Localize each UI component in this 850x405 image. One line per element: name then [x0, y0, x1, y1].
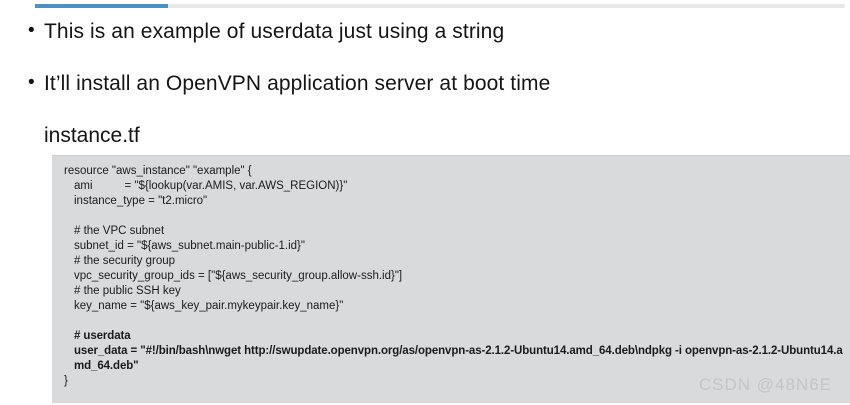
list-item: • This is an example of userdata just us… — [28, 16, 828, 47]
code-line-blank — [64, 314, 850, 329]
code-line: # the VPC subnet — [74, 225, 165, 237]
code-line: ami = "${lookup(var.AMIS, var.AWS_REGION… — [74, 180, 348, 192]
code-line: subnet_id = "${aws_subnet.main-public-1.… — [74, 240, 305, 252]
code-line: } — [64, 375, 68, 387]
bullet-text: It’ll install an OpenVPN application ser… — [44, 72, 551, 95]
code-line: # the security group — [74, 255, 176, 267]
list-item: • It’ll install an OpenVPN application s… — [28, 68, 828, 99]
watermark: CSDN @48N6E — [698, 375, 832, 394]
bullet-text: This is an example of userdata just usin… — [44, 20, 505, 43]
code-line-comment-userdata: # userdata — [74, 330, 131, 342]
code-line: resource "aws_instance" "example" { — [64, 165, 252, 177]
bullet-marker-icon: • — [28, 20, 35, 41]
progress-bar-track — [35, 4, 845, 8]
code-line: # the public SSH key — [74, 285, 181, 297]
filename-label: instance.tf — [44, 124, 140, 147]
code-line: key_name = "${aws_key_pair.mykeypair.key… — [74, 300, 344, 312]
code-line: instance_type = "t2.micro" — [74, 195, 208, 207]
bullet-marker-icon: • — [28, 72, 35, 93]
code-line: vpc_security_group_ids = ["${aws_securit… — [74, 270, 403, 282]
code-line-userdata: user_data = "#!/bin/bash\nwget http://sw… — [74, 345, 843, 372]
slide-bullet-list: • This is an example of userdata just us… — [28, 16, 828, 151]
progress-bar-fill — [35, 4, 168, 8]
code-block: resource "aws_instance" "example" { ami … — [52, 155, 850, 403]
code-line-blank — [64, 209, 850, 224]
